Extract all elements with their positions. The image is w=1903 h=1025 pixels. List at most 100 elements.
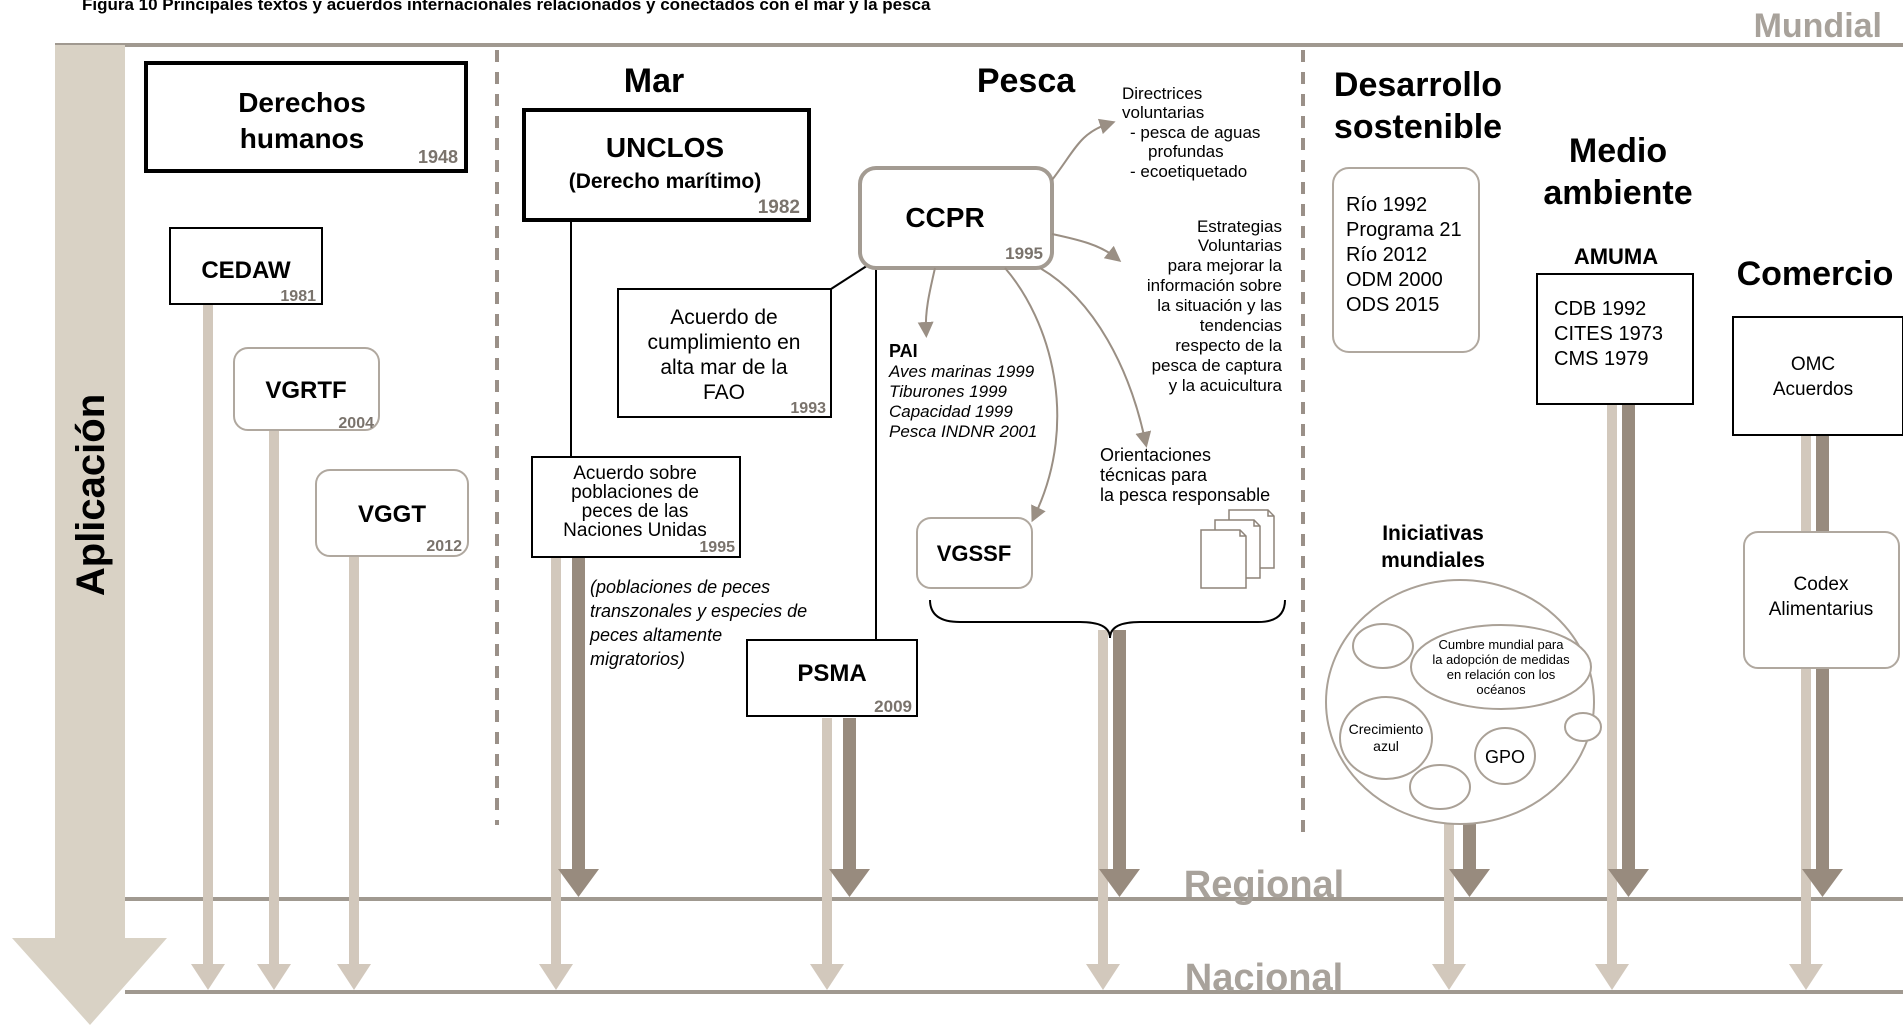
small-ellipse-2 (1564, 712, 1602, 742)
wto-box (1732, 316, 1903, 436)
unclos-label: UNCLOS (606, 132, 724, 163)
unfsa-l3: peces de las (582, 501, 689, 522)
psma-year: 2009 (874, 697, 912, 716)
svg-text:para mejorar la: para mejorar la (1168, 256, 1283, 275)
amuma-item-2: CITES 1973 (1554, 323, 1663, 345)
sustainable-title-2: sostenible (1334, 108, 1502, 146)
vggt-label: VGGT (358, 501, 426, 528)
trade-title: Comercio (1737, 255, 1894, 293)
blue-growth-l2: azul (1373, 738, 1399, 754)
vgrtf-label: VGRTF (265, 377, 346, 404)
svg-text:respecto de la: respecto de la (1175, 336, 1282, 355)
small-ellipse-3 (1409, 764, 1471, 810)
summit-l1: Cumbre mundial para (1438, 637, 1564, 652)
svg-text:Voluntarias: Voluntarias (1198, 236, 1282, 255)
ccpr-box (858, 166, 1054, 270)
fao-compliance-l1: Acuerdo de (670, 306, 777, 329)
summit-l2: la adopción de medidas (1432, 652, 1570, 667)
human-rights-year: 1948 (418, 147, 458, 167)
gpo-label: GPO (1485, 747, 1525, 767)
vggt-box (315, 469, 469, 557)
sustainable-item-3: Río 2012 (1346, 244, 1427, 266)
technical-l3: la pesca responsable (1100, 485, 1270, 505)
application-arrow (12, 45, 167, 1025)
pai-title: PAI (889, 341, 918, 361)
unfsa-note-l2: transzonales y especies de (590, 601, 807, 621)
pai-l1: Aves marinas 1999 (888, 362, 1035, 381)
light-arrows (191, 302, 1823, 990)
codex-l1: Codex (1794, 574, 1849, 595)
sea-title: Mar (624, 62, 684, 100)
ccpr-label: CCPR (905, 202, 984, 233)
wto-l2: Acuerdos (1773, 379, 1853, 400)
unfsa-l4: Naciones Unidas (563, 520, 707, 541)
figure-title: Figura 10 Principales textos y acuerdos … (82, 0, 931, 14)
human-rights-title-2: humanos (240, 123, 364, 154)
svg-text:y la acuicultura: y la acuicultura (1169, 376, 1283, 395)
psma-box (746, 639, 918, 717)
cedaw-label: CEDAW (201, 257, 291, 284)
fao-compliance-l2: cumplimiento en (648, 331, 801, 354)
summit-l3: en relación con los (1447, 667, 1556, 682)
unclos-box (522, 108, 811, 222)
fao-compliance-year: 1993 (790, 400, 826, 417)
vgrtf-year: 2004 (338, 415, 374, 432)
sustainable-title-1: Desarrollo (1334, 66, 1502, 104)
sustainable-item-2: Programa 21 (1346, 219, 1462, 241)
environment-title-1: Medio (1569, 132, 1667, 170)
strategies-text: Estrategias Voluntarias para mejorar la … (1147, 217, 1283, 395)
technical-l1: Orientaciones (1100, 445, 1211, 465)
pai-l3: Capacidad 1999 (889, 402, 1013, 421)
fishing-brace (929, 599, 1286, 639)
level-regional: Regional (1184, 864, 1344, 906)
sustainable-item-5: ODS 2015 (1346, 294, 1439, 316)
ccpr-connectors (917, 118, 1152, 523)
amuma-item-1: CDB 1992 (1554, 298, 1646, 320)
application-label: Aplicación (69, 394, 113, 596)
cedaw-year: 1981 (280, 288, 316, 305)
gpo-ellipse (1474, 727, 1536, 785)
amuma-title: AMUMA (1574, 244, 1658, 269)
blue-growth-ellipse (1339, 696, 1433, 780)
codex-box (1743, 531, 1900, 669)
svg-text:pesca de captura: pesca de captura (1152, 356, 1283, 375)
pai-l2: Tiburones 1999 (889, 382, 1008, 401)
cedaw-box (169, 227, 323, 305)
guidelines-l4: profundas (1148, 142, 1224, 161)
unfsa-box (531, 456, 741, 558)
summit-ellipse (1410, 624, 1592, 710)
small-ellipse-1 (1352, 623, 1414, 669)
unclos-sub: (Derecho marítimo) (569, 170, 762, 193)
blue-growth-l1: Crecimiento (1349, 721, 1424, 737)
vgssf-label: VGSSF (937, 541, 1012, 566)
codex-l2: Alimentarius (1769, 599, 1874, 620)
pai-l4: Pesca INDNR 2001 (889, 422, 1037, 441)
initiatives-title-1: Iniciativas (1382, 522, 1484, 545)
unfsa-note-l4: migratorios) (590, 649, 685, 669)
unfsa-note-l3: peces altamente (589, 625, 722, 645)
sustainable-box (1332, 167, 1480, 353)
human-rights-title-1: Derechos (238, 87, 366, 118)
vggt-year: 2012 (426, 538, 462, 555)
level-national: Nacional (1185, 957, 1343, 999)
amuma-box (1536, 273, 1694, 405)
svg-text:la situación y las: la situación y las (1157, 296, 1282, 315)
unclos-year: 1982 (758, 197, 800, 218)
level-global: Mundial (1754, 7, 1882, 45)
psma-label: PSMA (797, 660, 866, 687)
summit-l4: océanos (1476, 682, 1526, 697)
documents-icon (1200, 509, 1275, 589)
initiatives-title-2: mundiales (1381, 549, 1485, 572)
svg-text:Estrategias: Estrategias (1197, 217, 1282, 236)
sustainable-item-1: Río 1992 (1346, 194, 1427, 216)
wto-l1: OMC (1791, 354, 1835, 375)
vgrtf-box (233, 347, 380, 431)
sustainable-item-4: ODM 2000 (1346, 269, 1443, 291)
environment-title-2: ambiente (1543, 174, 1692, 212)
unfsa-l1: Acuerdo sobre (573, 463, 697, 484)
guidelines-l2: voluntarias (1122, 103, 1204, 122)
fao-compliance-l4: FAO (703, 381, 745, 404)
ccpr-year: 1995 (1005, 244, 1043, 263)
human-rights-box (144, 61, 468, 173)
